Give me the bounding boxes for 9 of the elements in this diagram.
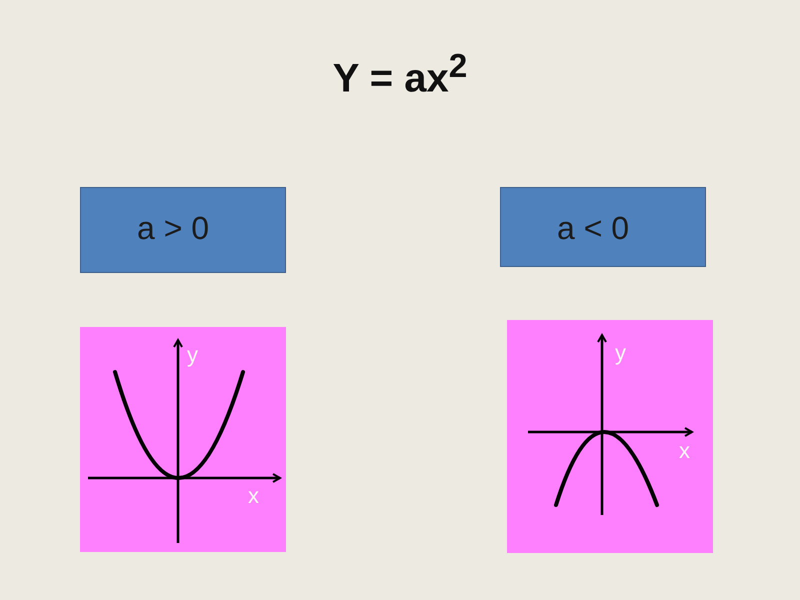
axis-label: y bbox=[187, 344, 198, 366]
graph-panel bbox=[80, 327, 286, 552]
axis-label: x bbox=[248, 485, 259, 507]
title: Y = ax$^{2}$ bbox=[332, 48, 468, 102]
axis-label: x bbox=[679, 440, 690, 462]
condition-box: a > 0 bbox=[80, 187, 286, 273]
condition-box: a < 0 bbox=[500, 187, 706, 267]
graph-panel bbox=[507, 320, 713, 553]
axis-label: y bbox=[615, 342, 626, 364]
